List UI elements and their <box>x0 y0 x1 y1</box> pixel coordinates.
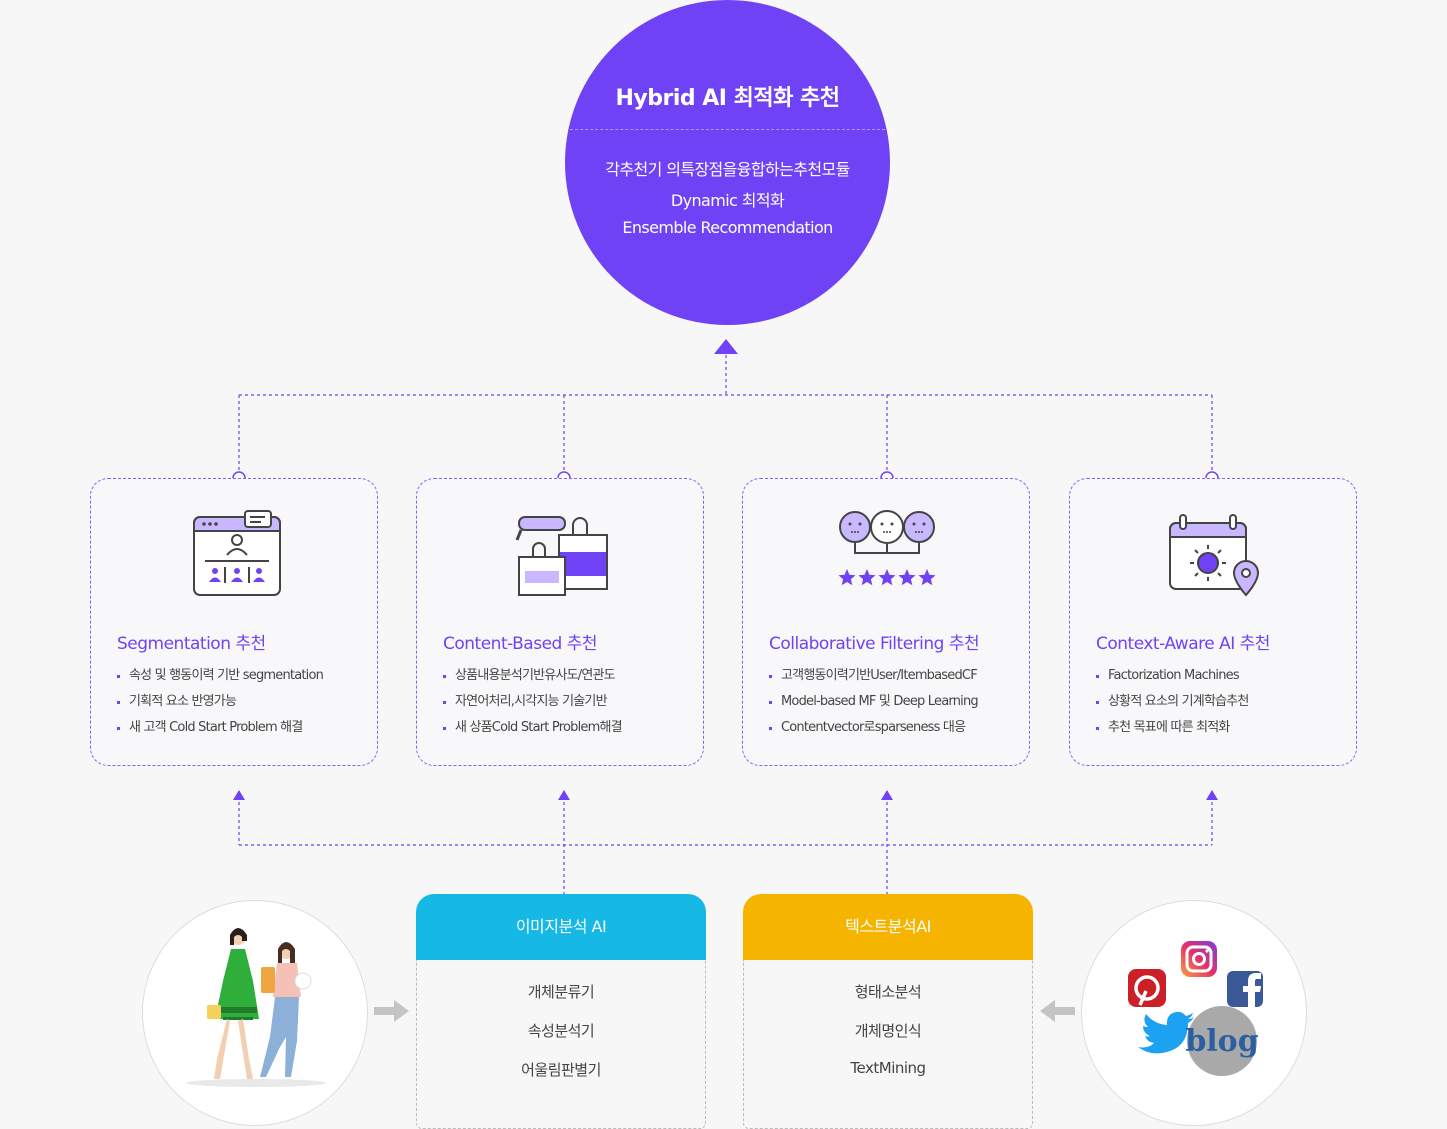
card-segmentation: Segmentation 추천 속성 및 행동이력 기반 segmentatio… <box>90 478 378 766</box>
arrow-right-icon <box>374 998 410 1024</box>
box-item: 어울림판별기 <box>521 1061 601 1079</box>
instagram-icon <box>1181 941 1217 977</box>
calendar-location-icon <box>1169 514 1260 597</box>
box-header: 이미지분석 AI <box>416 894 706 960</box>
people-rating-icon <box>838 510 936 586</box>
up-arrow-card-4 <box>1206 790 1218 800</box>
twitter-icon <box>1138 1011 1194 1054</box>
list-item: Factorization Machines <box>1096 663 1249 689</box>
box-item: TextMining <box>850 1059 926 1077</box>
card-feature-list: 고객행동이력기반User/ItembasedCF Model-based MF … <box>769 663 979 741</box>
card-title: Context-Aware AI 추천 <box>1096 634 1270 654</box>
card-context-aware: Context-Aware AI 추천 Factorization Machin… <box>1069 478 1357 766</box>
box-item: 개체분류기 <box>527 983 595 1001</box>
hub-line: Ensemble Recommendation <box>622 218 833 237</box>
text-analysis-ai-box: 텍스트분석AI 형태소분석 개체명인식 TextMining <box>743 894 1033 1129</box>
card-feature-list: 속성 및 행동이력 기반 segmentation 기획적 요소 반영가능 새 … <box>117 663 324 741</box>
hub-divider <box>565 129 890 130</box>
list-item: 새 고객 Cold Start Problem 해결 <box>117 715 323 741</box>
list-item: 속성 및 행동이력 기반 segmentation <box>117 663 324 689</box>
list-item: 자연어처리,시각지능 기술기반 <box>443 689 622 715</box>
box-header: 텍스트분석AI <box>743 894 1033 960</box>
blog-icon: blog <box>1185 1006 1259 1076</box>
pinterest-icon <box>1128 969 1166 1007</box>
box-body: 형태소분석 개체명인식 TextMining <box>743 960 1033 1129</box>
facebook-icon <box>1227 971 1263 1007</box>
up-arrow-hub <box>714 339 738 354</box>
blog-label: blog <box>1185 1024 1258 1059</box>
image-analysis-ai-box: 이미지분석 AI 개체분류기 속성분석기 어울림판별기 <box>416 894 706 1129</box>
list-item: 고객행동이력기반User/ItembasedCF <box>769 663 978 689</box>
hub-line: Dynamic 최적화 <box>670 191 785 210</box>
box-item: 형태소분석 <box>854 983 922 1001</box>
shopping-bags-icon <box>515 516 608 596</box>
list-item: 상황적 요소의 기계학습추천 <box>1096 689 1249 715</box>
arrow-left-icon <box>1039 998 1075 1024</box>
shopping-women-illustration <box>186 928 326 1087</box>
list-item: 상품내용분석기반유사도/연관도 <box>443 663 622 689</box>
list-item: Contentvector로sparseness 대응 <box>769 715 978 741</box>
social-media-sources: blog <box>1081 900 1307 1126</box>
hub-title: Hybrid AI 최적화 추천 <box>615 86 840 111</box>
card-feature-list: Factorization Machines 상황적 요소의 기계학습추천 추천… <box>1096 663 1249 741</box>
list-item: Model-based MF 및 Deep Learning <box>769 689 979 715</box>
box-body: 개체분류기 속성분석기 어울림판별기 <box>416 960 706 1129</box>
card-content-based: Content-Based 추천 상품내용분석기반유사도/연관도 자연어처리,시… <box>416 478 704 766</box>
card-title: Segmentation 추천 <box>117 634 266 654</box>
card-feature-list: 상품내용분석기반유사도/연관도 자연어처리,시각지능 기술기반 새 상품Cold… <box>443 663 623 741</box>
list-item: 기획적 요소 반영가능 <box>117 689 323 715</box>
up-arrow-card-3 <box>881 790 893 800</box>
box-item: 속성분석기 <box>527 1022 595 1040</box>
hub-line: 각추천기 의특장점을융합하는추천모듈 <box>605 160 850 179</box>
social-icons-cluster: blog <box>1128 941 1263 1076</box>
up-arrow-card-2 <box>558 790 570 800</box>
up-arrow-card-1 <box>233 790 245 800</box>
card-title: Content-Based 추천 <box>443 634 598 654</box>
segmentation-icon <box>193 510 281 596</box>
card-collaborative-filtering: Collaborative Filtering 추천 고객행동이력기반User/… <box>742 478 1030 766</box>
card-title: Collaborative Filtering 추천 <box>769 634 980 654</box>
hybrid-ai-hub: Hybrid AI 최적화 추천 각추천기 의특장점을융합하는추천모듈 Dyna… <box>565 0 890 325</box>
list-item: 새 상품Cold Start Problem해결 <box>443 715 623 741</box>
box-item: 개체명인식 <box>854 1022 922 1040</box>
list-item: 추천 목표에 따른 최적화 <box>1096 715 1249 741</box>
shopping-women-image <box>142 900 368 1126</box>
